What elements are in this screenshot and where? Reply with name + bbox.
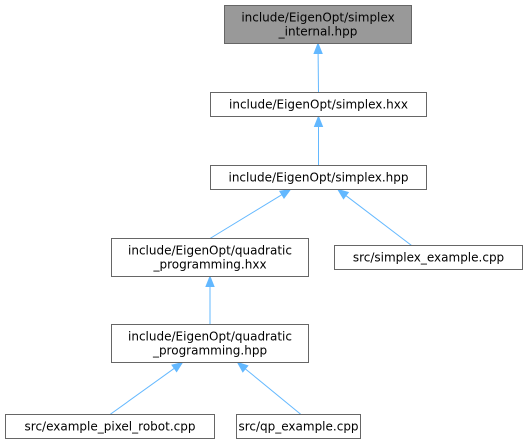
edge-pixel-robot-to-qp-hpp — [109, 361, 184, 415]
node-label-line: _programming.hpp — [152, 344, 267, 358]
node-qp-example[interactable]: src/qp_example.cpp — [236, 414, 361, 439]
edge-qp-example-to-qp-hpp — [236, 361, 302, 415]
node-label-line: _programming.hxx — [152, 258, 266, 272]
node-box — [111, 238, 309, 277]
edge-line — [244, 368, 302, 415]
arrowhead-icon — [236, 361, 249, 373]
node-label-line: include/EigenOpt/simplex — [241, 11, 394, 25]
node-label-line: include/EigenOpt/simplex.hpp — [228, 171, 408, 185]
arrowhead-icon — [313, 115, 324, 127]
edge-qp-hpp-to-qp-hxx — [205, 275, 215, 325]
edge-simplex-hxx-to-simplex-internal — [313, 42, 323, 93]
node-qp-hxx[interactable]: include/EigenOpt/quadratic_programming.h… — [111, 238, 309, 277]
edges-layer — [109, 42, 412, 415]
node-box — [224, 5, 412, 44]
node-label-line: src/example_pixel_robot.cpp — [25, 420, 196, 434]
edge-simplex-example-to-simplex-hpp — [336, 188, 412, 246]
node-label-line: include/EigenOpt/quadratic — [128, 244, 292, 258]
arrowhead-icon — [278, 188, 292, 199]
edge-line — [209, 194, 283, 239]
node-box — [334, 245, 523, 270]
arrowhead-icon — [336, 188, 350, 200]
node-qp-hpp[interactable]: include/EigenOpt/quadratic_programming.h… — [111, 324, 309, 363]
nodes-layer: include/EigenOpt/simplex_internal.hppinc… — [5, 5, 523, 439]
node-simplex-hxx[interactable]: include/EigenOpt/simplex.hxx — [210, 92, 427, 117]
node-simplex-internal: include/EigenOpt/simplex_internal.hpp — [224, 5, 412, 44]
node-label-line: src/qp_example.cpp — [238, 420, 358, 434]
node-pixel-robot[interactable]: src/example_pixel_robot.cpp — [5, 414, 215, 439]
node-simplex-example[interactable]: src/simplex_example.cpp — [334, 245, 523, 270]
node-label-line: src/simplex_example.cpp — [353, 251, 504, 265]
node-label-line: _internal.hpp — [278, 25, 358, 39]
arrowhead-icon — [313, 42, 323, 54]
node-box — [5, 414, 215, 439]
node-label-line: include/EigenOpt/simplex.hxx — [229, 98, 408, 112]
arrowhead-icon — [205, 275, 215, 287]
edge-qp-hxx-to-simplex-hpp — [209, 188, 292, 239]
edge-simplex-hpp-to-simplex-hxx — [313, 115, 324, 166]
edge-line — [109, 367, 175, 415]
node-box — [236, 414, 361, 439]
node-simplex-hpp[interactable]: include/EigenOpt/simplex.hpp — [210, 165, 427, 190]
node-box — [111, 324, 309, 363]
edge-line — [345, 195, 412, 246]
node-label-line: include/EigenOpt/quadratic — [128, 330, 292, 344]
node-box — [210, 92, 427, 117]
arrowhead-icon — [171, 361, 184, 373]
node-box — [210, 165, 427, 190]
